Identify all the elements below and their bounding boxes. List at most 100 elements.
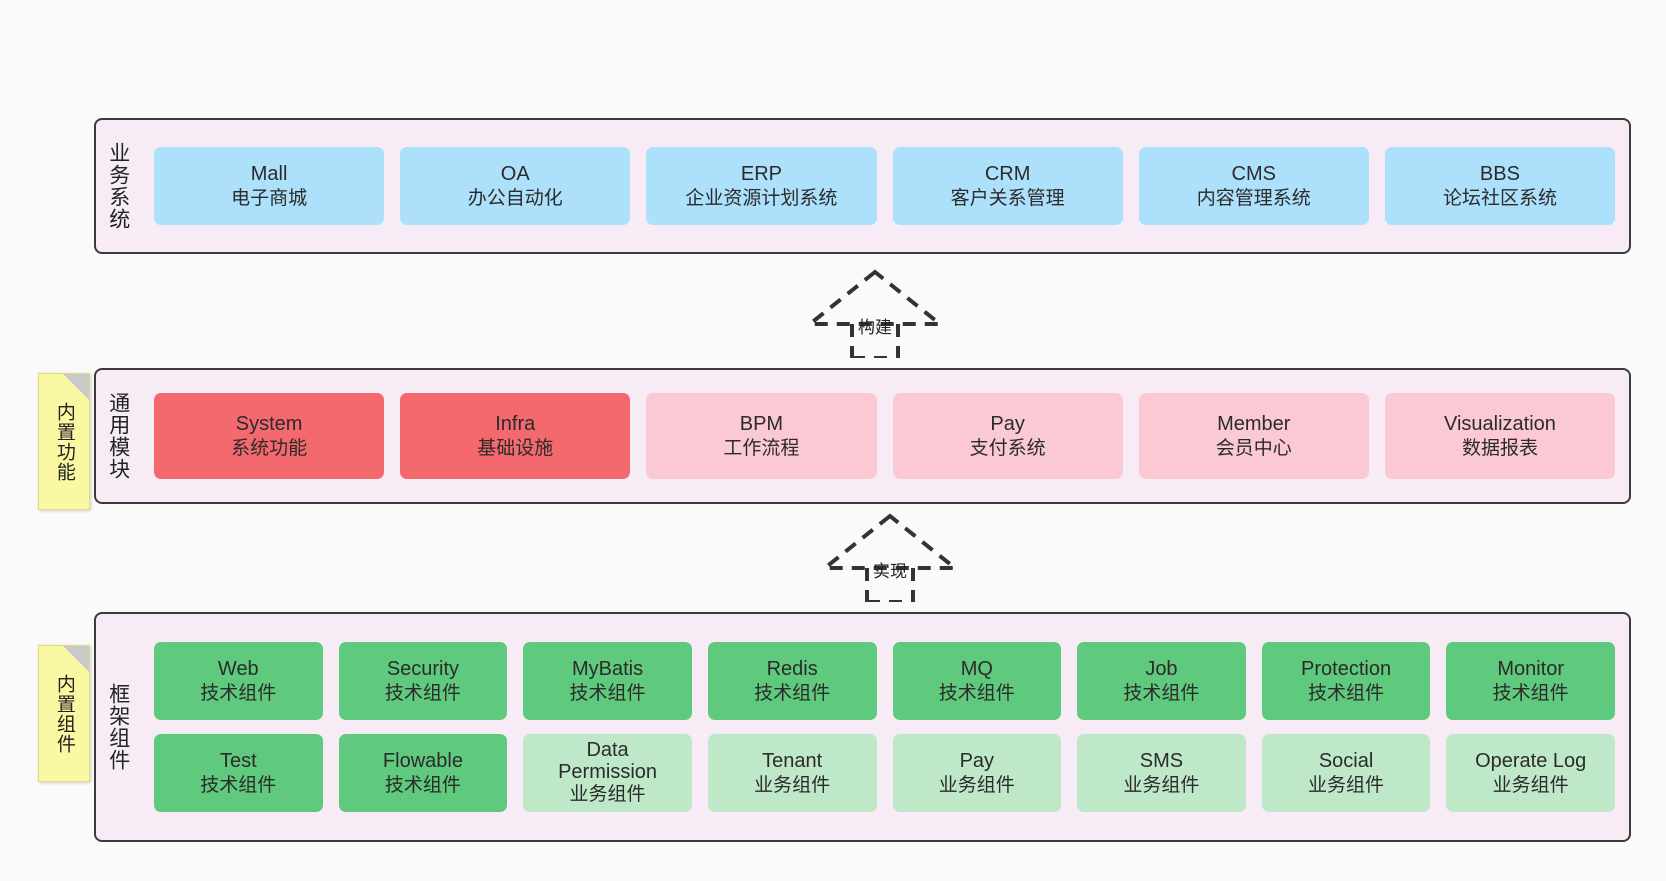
layer-business-systems: 业务系统 Mall 电子商城 OA 办公自动化 ERP 企业资源计划系统 CRM… bbox=[94, 118, 1631, 254]
card-member[interactable]: Member 会员中心 bbox=[1138, 393, 1369, 479]
card-security[interactable]: Security 技术组件 bbox=[338, 642, 508, 720]
card-bpm[interactable]: BPM 工作流程 bbox=[646, 393, 877, 479]
card-bpm-name: BPM bbox=[739, 412, 784, 435]
card-system-desc: 系统功能 bbox=[231, 437, 308, 459]
note-fold-icon bbox=[63, 374, 89, 400]
card-redis-desc: 技术组件 bbox=[754, 682, 831, 704]
card-operate-log-desc: 业务组件 bbox=[1492, 774, 1569, 796]
builtin-features-note-text: 内置功能 bbox=[53, 401, 75, 482]
implement-arrowhead-icon bbox=[819, 513, 961, 570]
card-flowable-name: Flowable bbox=[382, 749, 463, 772]
card-job[interactable]: Job 技术组件 bbox=[1077, 642, 1246, 720]
card-pay-module[interactable]: Pay 支付系统 bbox=[892, 393, 1123, 479]
builtin-components-note: 内置组件 bbox=[38, 645, 90, 782]
card-social-name: Social bbox=[1318, 749, 1374, 772]
card-sms-desc: 业务组件 bbox=[1123, 774, 1200, 796]
framework-tech-row: Web 技术组件 Security 技术组件 MyBatis 技术组件 Redi… bbox=[154, 642, 1615, 720]
card-cms[interactable]: CMS 内容管理系统 bbox=[1138, 147, 1369, 225]
builtin-components-note-text: 内置组件 bbox=[53, 673, 75, 754]
card-bbs[interactable]: BBS 论坛社区系统 bbox=[1384, 147, 1616, 225]
card-pay-module-desc: 支付系统 bbox=[969, 437, 1046, 459]
card-operate-log[interactable]: Operate Log 业务组件 bbox=[1446, 734, 1615, 812]
card-test-name: Test bbox=[219, 749, 257, 772]
card-monitor-name: Monitor bbox=[1497, 657, 1565, 680]
card-data-permission-name: Data Permission bbox=[558, 739, 658, 784]
card-sms[interactable]: SMS 业务组件 bbox=[1077, 734, 1246, 812]
card-pay-component[interactable]: Pay 业务组件 bbox=[892, 734, 1062, 812]
card-tenant-desc: 业务组件 bbox=[754, 774, 831, 796]
card-system[interactable]: System 系统功能 bbox=[154, 393, 385, 479]
card-crm-name: CRM bbox=[984, 162, 1031, 185]
card-protection[interactable]: Protection 技术组件 bbox=[1261, 642, 1431, 720]
layer-framework-components-title: 框架组件 bbox=[106, 683, 130, 771]
card-monitor-desc: 技术组件 bbox=[1492, 682, 1569, 704]
layer-framework-components: 框架组件 Web 技术组件 Security 技术组件 MyBatis 技术组件… bbox=[94, 612, 1631, 842]
card-bbs-desc: 论坛社区系统 bbox=[1442, 187, 1557, 209]
build-connector-label: 构建 bbox=[858, 318, 892, 337]
card-visualization[interactable]: Visualization 数据报表 bbox=[1384, 393, 1616, 479]
card-cms-name: CMS bbox=[1231, 162, 1276, 185]
card-test[interactable]: Test 技术组件 bbox=[154, 734, 323, 812]
card-operate-log-name: Operate Log bbox=[1475, 749, 1587, 772]
card-redis[interactable]: Redis 技术组件 bbox=[707, 642, 877, 720]
card-security-name: Security bbox=[386, 657, 460, 680]
card-erp[interactable]: ERP 企业资源计划系统 bbox=[646, 147, 877, 225]
card-mq-desc: 技术组件 bbox=[938, 682, 1015, 704]
card-social-desc: 业务组件 bbox=[1308, 774, 1385, 796]
card-web[interactable]: Web 技术组件 bbox=[154, 642, 323, 720]
build-arrowhead-icon bbox=[804, 269, 946, 326]
card-member-name: Member bbox=[1217, 412, 1291, 435]
card-bbs-name: BBS bbox=[1479, 162, 1520, 185]
note-fold-icon bbox=[63, 646, 89, 672]
layer-common-modules-body: System 系统功能 Infra 基础设施 BPM 工作流程 Pay 支付系统… bbox=[140, 370, 1629, 502]
card-data-permission[interactable]: Data Permission 业务组件 bbox=[523, 734, 692, 812]
card-protection-desc: 技术组件 bbox=[1308, 682, 1385, 704]
card-oa-desc: 办公自动化 bbox=[467, 187, 563, 209]
card-pay-module-name: Pay bbox=[990, 412, 1025, 435]
card-tenant[interactable]: Tenant 业务组件 bbox=[707, 734, 877, 812]
layer-business-systems-title: 业务系统 bbox=[106, 142, 130, 230]
layer-common-modules: 通用模块 System 系统功能 Infra 基础设施 BPM 工作流程 Pay… bbox=[94, 368, 1631, 504]
card-infra[interactable]: Infra 基础设施 bbox=[400, 393, 631, 479]
card-mall-name: Mall bbox=[250, 162, 288, 185]
build-connector: 构建 bbox=[800, 268, 950, 360]
framework-business-row: Test 技术组件 Flowable 技术组件 Data Permission … bbox=[154, 734, 1615, 812]
card-redis-name: Redis bbox=[766, 657, 818, 680]
card-member-desc: 会员中心 bbox=[1215, 437, 1292, 459]
card-tenant-name: Tenant bbox=[762, 749, 823, 772]
layer-common-modules-title: 通用模块 bbox=[106, 392, 130, 480]
card-social[interactable]: Social 业务组件 bbox=[1261, 734, 1431, 812]
card-mybatis-desc: 技术组件 bbox=[569, 682, 646, 704]
card-visualization-name: Visualization bbox=[1443, 412, 1556, 435]
card-mybatis[interactable]: MyBatis 技术组件 bbox=[523, 642, 692, 720]
implement-connector-label: 实现 bbox=[873, 562, 907, 581]
business-systems-row: Mall 电子商城 OA 办公自动化 ERP 企业资源计划系统 CRM 客户关系… bbox=[154, 147, 1616, 225]
card-mall[interactable]: Mall 电子商城 bbox=[154, 147, 385, 225]
card-mq[interactable]: MQ 技术组件 bbox=[892, 642, 1062, 720]
card-bpm-desc: 工作流程 bbox=[723, 437, 800, 459]
card-visualization-desc: 数据报表 bbox=[1461, 437, 1538, 459]
card-monitor[interactable]: Monitor 技术组件 bbox=[1446, 642, 1615, 720]
card-mybatis-name: MyBatis bbox=[572, 657, 644, 680]
layer-business-systems-body: Mall 电子商城 OA 办公自动化 ERP 企业资源计划系统 CRM 客户关系… bbox=[140, 120, 1629, 252]
layer-framework-components-body: Web 技术组件 Security 技术组件 MyBatis 技术组件 Redi… bbox=[140, 614, 1629, 840]
card-flowable[interactable]: Flowable 技术组件 bbox=[338, 734, 508, 812]
card-cms-desc: 内容管理系统 bbox=[1196, 187, 1311, 209]
card-job-desc: 技术组件 bbox=[1123, 682, 1200, 704]
card-web-desc: 技术组件 bbox=[200, 682, 277, 704]
card-security-desc: 技术组件 bbox=[384, 682, 461, 704]
card-mall-desc: 电子商城 bbox=[231, 187, 308, 209]
card-infra-name: Infra bbox=[495, 412, 536, 435]
card-crm[interactable]: CRM 客户关系管理 bbox=[892, 147, 1123, 225]
card-sms-name: SMS bbox=[1139, 749, 1184, 772]
card-erp-desc: 企业资源计划系统 bbox=[685, 187, 838, 209]
card-crm-desc: 客户关系管理 bbox=[950, 187, 1065, 209]
card-oa[interactable]: OA 办公自动化 bbox=[400, 147, 631, 225]
card-infra-desc: 基础设施 bbox=[477, 437, 554, 459]
card-flowable-desc: 技术组件 bbox=[384, 774, 461, 796]
implement-connector: 实现 bbox=[815, 512, 965, 604]
builtin-features-note: 内置功能 bbox=[38, 373, 90, 510]
common-modules-row: System 系统功能 Infra 基础设施 BPM 工作流程 Pay 支付系统… bbox=[154, 393, 1616, 479]
card-oa-name: OA bbox=[500, 162, 530, 185]
